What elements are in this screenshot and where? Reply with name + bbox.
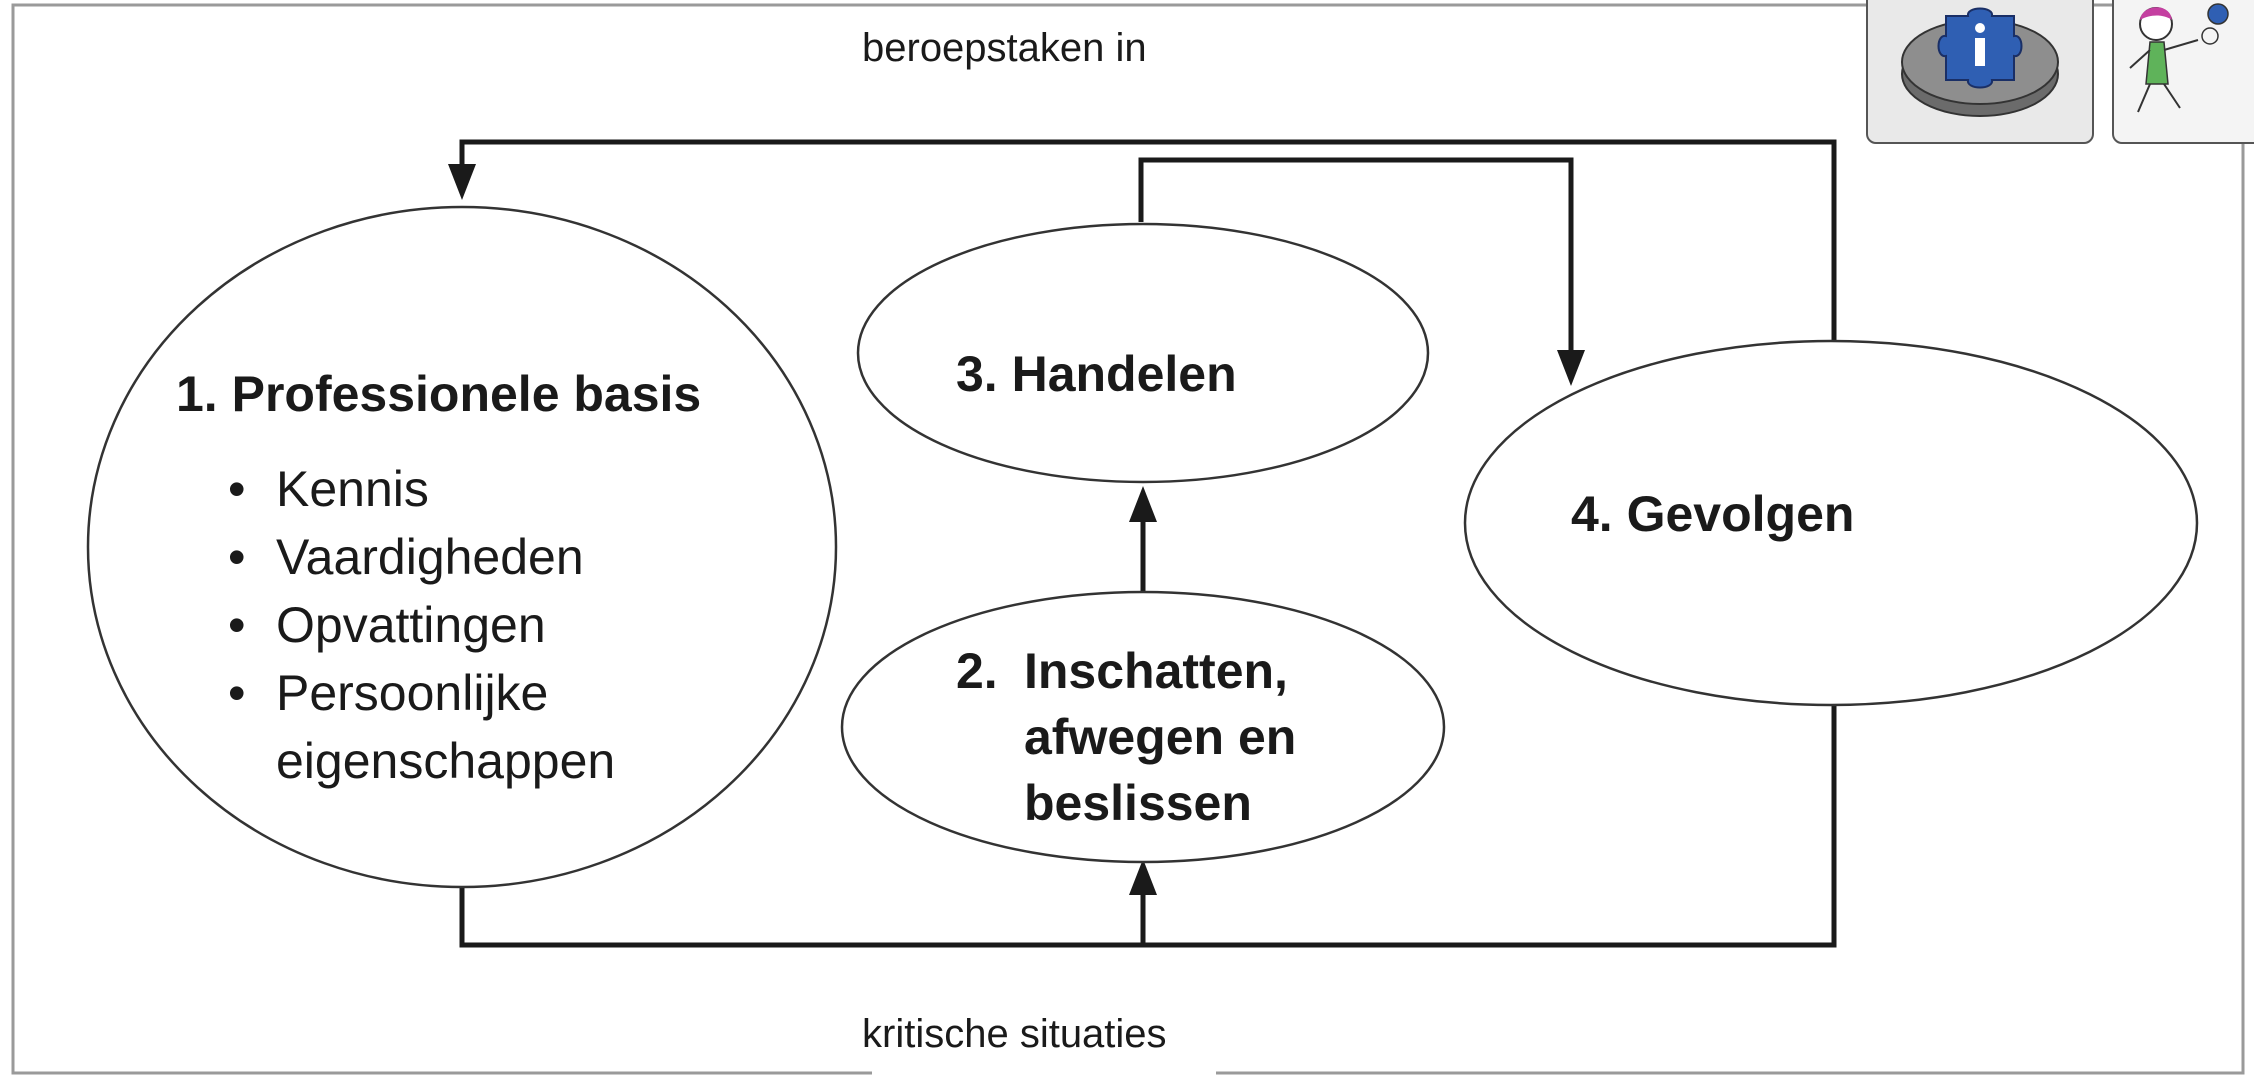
arrowhead-into-act — [1129, 486, 1157, 522]
ellipse-consequences — [1463, 339, 2199, 707]
cartoon-person-badge — [2112, 0, 2254, 144]
assess-title: 2.Inschatten, afwegen en beslissen — [956, 643, 1297, 831]
frame-gap — [872, 1062, 1216, 1081]
cartoon-person-icon — [2129, 3, 2229, 113]
arrowhead-into-basis — [448, 164, 476, 200]
act-title: 3. Handelen — [956, 346, 1237, 402]
arrowhead-into-consequences — [1557, 350, 1585, 386]
loop-act-to-consequences — [1138, 157, 1574, 365]
bottom-frame-label: kritische situaties — [862, 1012, 1167, 1056]
list-item: •Kennis — [228, 461, 429, 517]
info-puzzle-icon — [1901, 7, 2059, 117]
ellipse-professional-basis — [86, 205, 838, 889]
consequences-title: 4. Gevolgen — [1571, 486, 1855, 542]
professional-basis-title: 1. Professionele basis — [176, 366, 702, 422]
info-puzzle-badge — [1866, 0, 2094, 144]
ellipse-assess — [840, 590, 1446, 864]
professional-basis-list: •Kennis •Vaardigheden •Opvattingen •Pers… — [228, 455, 615, 795]
list-item: •Opvattingen — [228, 597, 546, 653]
top-frame-label: beroepstaken in — [862, 26, 1147, 70]
loop-bottom — [459, 705, 1837, 948]
list-item: •Vaardigheden — [228, 529, 584, 585]
ellipse-act — [856, 222, 1430, 484]
arrowhead-into-assess — [1129, 859, 1157, 895]
